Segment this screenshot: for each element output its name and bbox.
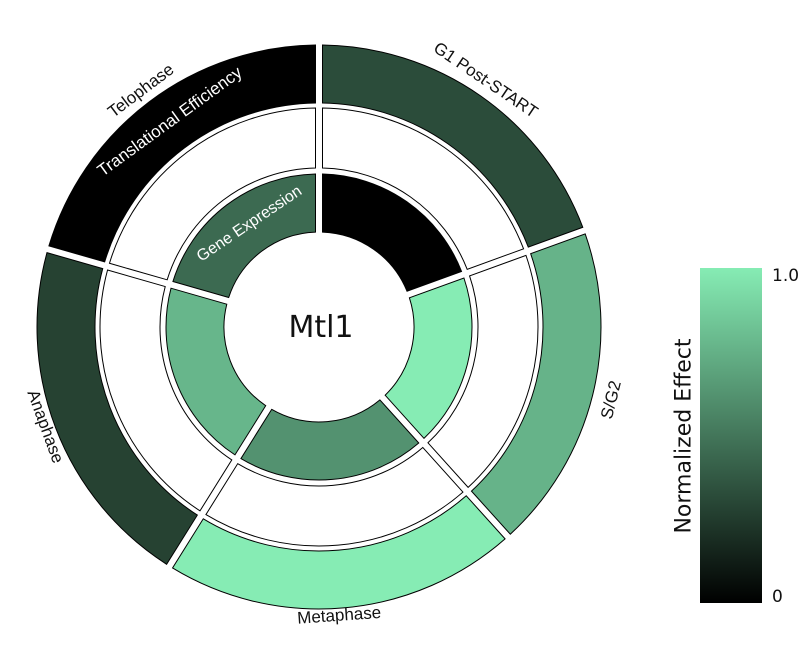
segment-ring0-g1-post-start xyxy=(321,173,463,292)
segment-ring0-metaphase xyxy=(240,399,420,481)
segment-ring1-s-g2 xyxy=(427,254,539,489)
segment-ring2-metaphase xyxy=(171,495,506,610)
colorbar-min-label: 0 xyxy=(772,587,783,607)
segment-ring1-g1-post-start xyxy=(322,107,525,270)
segment-ring1-metaphase xyxy=(205,446,464,547)
segment-ring2-anaphase xyxy=(36,252,199,565)
gene-title: Mtl1 xyxy=(288,310,353,345)
segment-ring1-telophase xyxy=(108,107,316,281)
colorbar-title: Normalized Effect xyxy=(671,338,697,534)
segment-ring1-anaphase xyxy=(99,269,233,512)
segment-ring0-s-g2 xyxy=(384,277,473,440)
segment-ring2-s-g2 xyxy=(470,233,602,535)
segment-ring2-g1-post-start xyxy=(322,44,584,248)
colorbar-max-label: 1.0 xyxy=(772,266,800,286)
colorbar xyxy=(700,268,762,603)
segment-ring0-anaphase xyxy=(165,287,267,456)
segment-ring0-telophase xyxy=(172,173,317,299)
phase-label-s-g2: S/G2 xyxy=(597,379,625,421)
segment-ring2-telophase xyxy=(48,44,316,263)
